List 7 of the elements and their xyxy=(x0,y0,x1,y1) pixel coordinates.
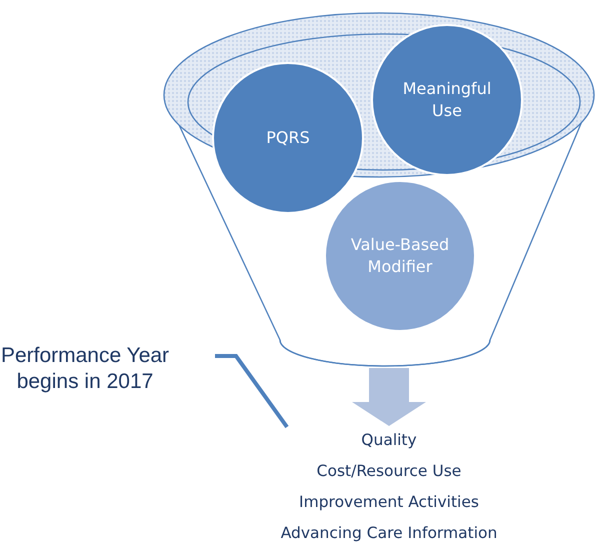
note-text: Performance Year begins in 2017 xyxy=(0,343,215,428)
category-text: Cost/Resource Use xyxy=(316,461,462,482)
leader-line xyxy=(215,354,289,428)
category-text: Quality xyxy=(361,430,417,451)
category-text: Improvement Activities xyxy=(299,492,479,513)
category-text: Advancing Care Information xyxy=(280,523,498,544)
down-arrow xyxy=(352,368,426,426)
